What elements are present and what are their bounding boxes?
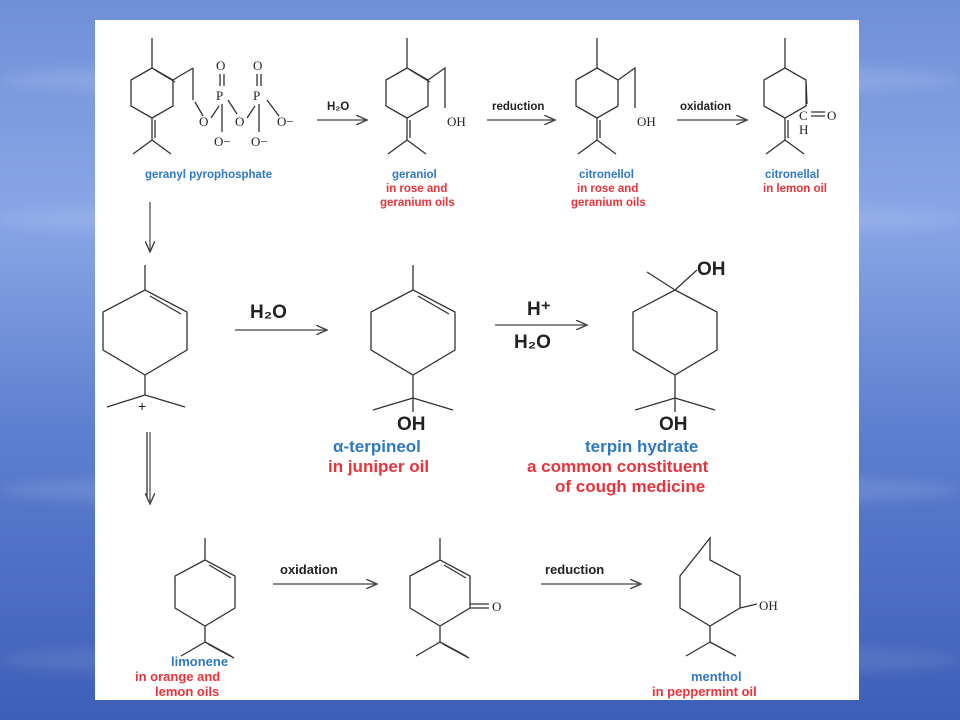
carvone-structure: O	[409, 538, 501, 659]
citronellal-structure: C O H	[763, 38, 836, 155]
gpp-ominus1: O−	[214, 134, 231, 149]
alpha-terpineol-name: α-terpineol	[333, 437, 421, 456]
gpp-o1: O	[199, 114, 208, 129]
terpin-hydrate-source-1: a common constituent	[527, 457, 709, 476]
geranyl-pyrophosphate-name: geranyl pyrophosphate	[145, 169, 272, 181]
menthol-source: in peppermint oil	[652, 684, 757, 699]
citronellal-name: citronellal	[765, 169, 819, 181]
cation-charge: +	[138, 398, 146, 414]
terpin-oh-bottom: OH	[659, 414, 688, 435]
gpp-o4: O	[253, 58, 262, 73]
limonene-source-1: in orange and	[135, 669, 220, 684]
step-label-h2o-row2: H₂O	[250, 302, 287, 323]
gpp-p2: P	[253, 88, 260, 103]
limonene-name: limonene	[171, 654, 228, 669]
menthol-oh: OH	[759, 598, 778, 613]
step-label-oxidation-row3: oxidation	[280, 562, 338, 577]
step-label-reduction-row3: reduction	[545, 562, 604, 577]
citronellol-oh: OH	[637, 114, 656, 129]
alpha-terpineol-structure: OH	[370, 265, 456, 435]
step-label-reduction-row1: reduction	[492, 101, 544, 113]
limonene-structure	[174, 538, 236, 659]
terpin-hydrate-structure: OH OH	[632, 259, 726, 435]
citronellol-structure: OH	[575, 38, 656, 155]
carvone-o: O	[492, 599, 501, 614]
citronellal-c: C	[799, 108, 808, 123]
step-label-h2o-row1: H₂O	[327, 101, 349, 113]
gpp-o3: O	[235, 114, 244, 129]
citronellal-h: H	[799, 122, 808, 137]
geraniol-source-2: geranium oils	[380, 197, 455, 209]
gpp-ominus3: O−	[277, 114, 294, 129]
alpha-terpineol-source: in juniper oil	[328, 457, 429, 476]
gpp-ominus2: O−	[251, 134, 268, 149]
citronellol-source-1: in rose and	[577, 183, 638, 195]
citronellol-source-2: geranium oils	[571, 197, 646, 209]
limonene-source-2: lemon oils	[155, 684, 219, 699]
gpp-p1: P	[216, 88, 223, 103]
terpin-hydrate-name: terpin hydrate	[585, 437, 698, 456]
geraniol-name: geraniol	[392, 169, 437, 181]
geraniol-oh: OH	[447, 114, 466, 129]
reaction-diagram-panel: O P O O− O P O O− O− geranyl pyrophospha…	[95, 20, 859, 700]
terpineol-oh: OH	[397, 414, 426, 435]
citronellol-name: citronellol	[579, 169, 634, 181]
step-label-h-plus: H⁺	[527, 299, 551, 320]
menthol-name: menthol	[691, 669, 742, 684]
menthol-structure: OH	[679, 536, 778, 657]
geraniol-source-1: in rose and	[386, 183, 447, 195]
citronellal-o: O	[827, 108, 836, 123]
step-label-h2o-row2b: H₂O	[514, 332, 551, 353]
citronellal-source: in lemon oil	[763, 183, 827, 195]
step-label-oxidation-row1: oxidation	[680, 101, 731, 113]
terpin-oh-top: OH	[697, 259, 726, 280]
terpin-hydrate-source-2: of cough medicine	[555, 477, 705, 496]
geraniol-structure: OH	[385, 38, 466, 155]
geranyl-pyrophosphate-structure: O P O O− O P O O− O−	[130, 38, 294, 155]
gpp-o2: O	[216, 58, 225, 73]
carbocation-structure: +	[102, 265, 188, 414]
